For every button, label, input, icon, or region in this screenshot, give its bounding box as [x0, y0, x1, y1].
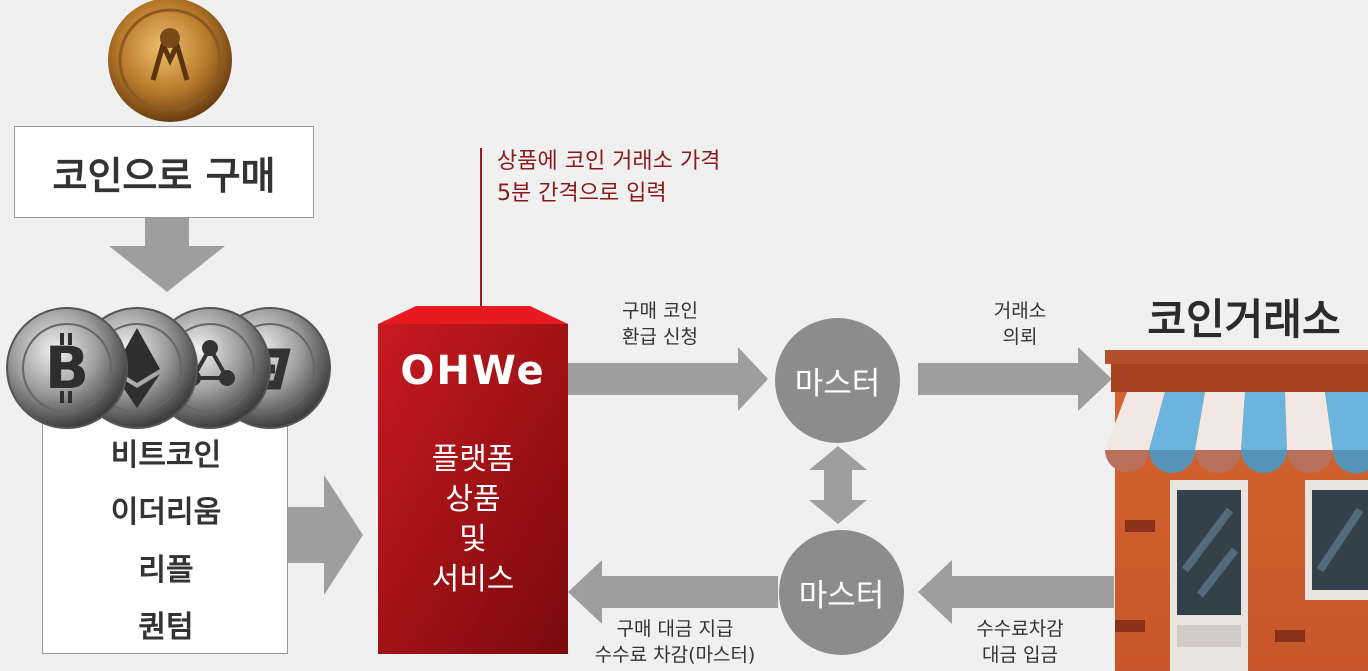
coin-purchase-label: 코인으로 구매: [52, 153, 276, 198]
platform-line-4: 서비스: [431, 562, 515, 597]
exchange-request-arrow-icon: [918, 347, 1112, 411]
coin-list-item-ethereum: 이더리움: [110, 495, 222, 530]
platform-line-2: 상품: [445, 482, 501, 517]
payment-arrow-icon: [568, 560, 778, 624]
price-note-line1: 상품에 코인 거래소 가격: [497, 149, 721, 174]
top-flow-label: 구매 코인 환급 신청: [622, 300, 698, 348]
exchange-request-label: 거래소 의뢰: [993, 300, 1047, 348]
platform-logo: OHWe: [400, 348, 546, 394]
coin-list-item-bitcoin: 비트코인: [110, 438, 222, 473]
note-connector-line: [480, 148, 482, 308]
coin-list-item-qtum: 퀀텀: [138, 610, 194, 645]
price-note-line2: 5분 간격으로 입력: [497, 181, 667, 206]
down-arrow-icon: [107, 218, 227, 293]
exchange-title: 코인거래소: [1147, 295, 1341, 344]
platform-line-1: 플랫폼: [431, 442, 515, 477]
crypto-coins-group: B: [5, 303, 335, 433]
top-flow-arrow-icon: [568, 347, 768, 411]
right-arrow-icon: [288, 475, 364, 595]
coin-purchase-box: 코인으로 구매: [14, 126, 314, 218]
payment-label: 구매 대금 지급 수수료 차감(마스터): [594, 618, 756, 666]
gold-coin-icon: [105, 0, 235, 125]
platform-line-3: 및: [459, 522, 487, 557]
master-bottom-node: 마스터: [779, 530, 904, 655]
vertical-double-arrow-icon: [807, 446, 869, 524]
master-top-node: 마스터: [775, 318, 900, 443]
svg-text:B: B: [45, 334, 89, 402]
bitcoin-coin-icon: B: [6, 307, 128, 429]
deposit-label: 수수료차감 대금 입금: [976, 618, 1064, 666]
coin-list-item-ripple: 리플: [138, 553, 194, 588]
platform-box: OHWe 플랫폼 상품 및 서비스: [378, 304, 568, 654]
storefront-icon: [1105, 350, 1368, 671]
deposit-arrow-icon: [918, 560, 1114, 624]
price-note: 상품에 코인 거래소 가격 5분 간격으로 입력: [497, 146, 720, 210]
